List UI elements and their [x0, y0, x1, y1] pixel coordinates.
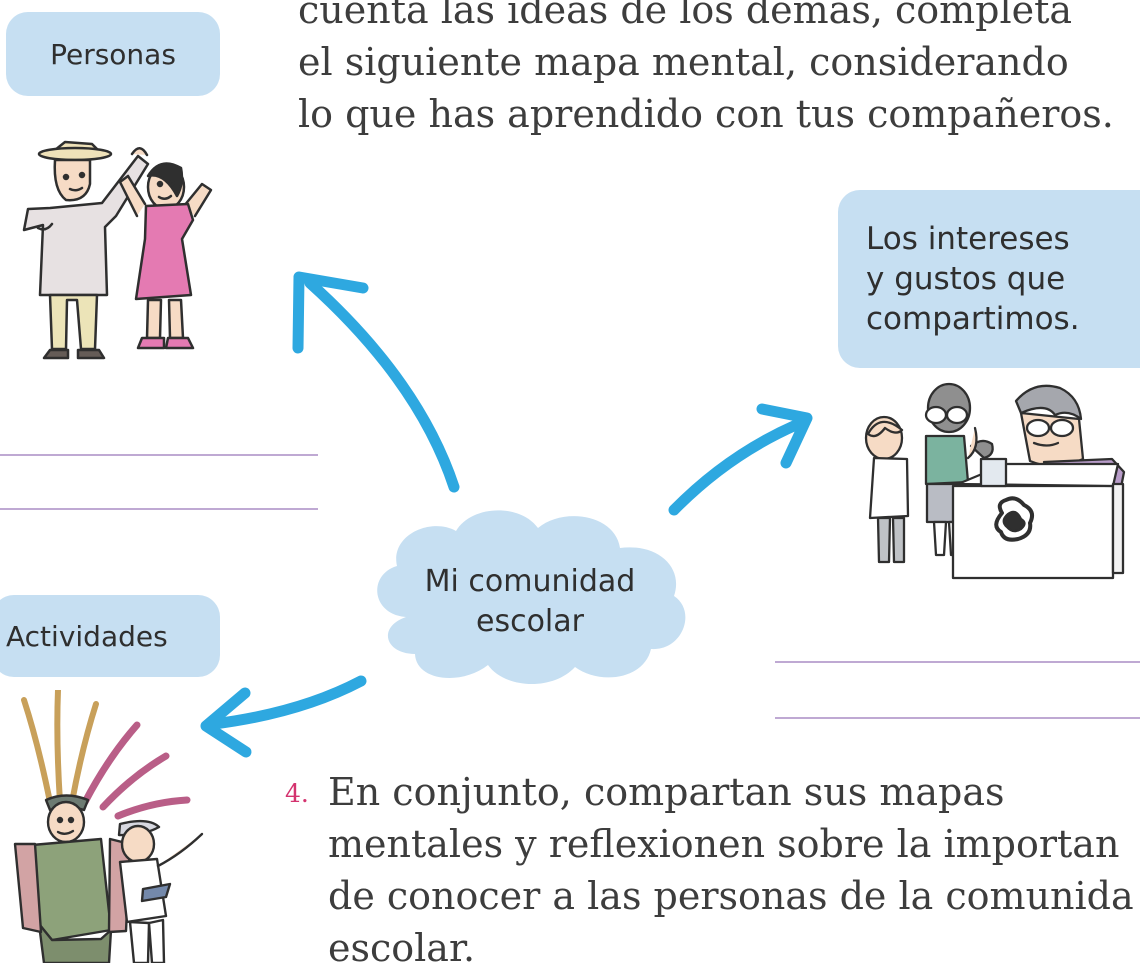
people-at-table-illustration: [864, 382, 1126, 580]
node-personas-label: Personas: [50, 37, 176, 71]
arrow-to-personas: [304, 277, 460, 493]
node-intereses: Los intereses y gustos que compartimos.: [838, 190, 1140, 368]
instruction-line-2: el siguiente mapa mental, considerando: [298, 40, 1069, 84]
instruction-text: cuenta las ideas de los demás, completa …: [298, 0, 1140, 140]
writing-line-left-1: [0, 454, 318, 456]
node-actividades-label: Actividades: [6, 619, 168, 653]
center-node-cloud: Mi comunidad escolar: [360, 500, 700, 685]
node-personas: Personas: [6, 12, 220, 96]
arrow-head-intereses: [756, 403, 813, 469]
arrow-to-intereses: [668, 419, 802, 516]
step-four-line-2: mentales y reflexionen sobre la importan: [328, 822, 1120, 866]
node-intereses-line-1: Los intereses: [866, 221, 1070, 257]
feather-dancers-illustration: [13, 690, 204, 963]
writing-line-right-1: [775, 661, 1140, 663]
writing-line-right-2: [775, 717, 1140, 719]
writing-line-left-2: [0, 508, 318, 510]
instruction-line-3: lo que has aprendido con tus compañeros.: [298, 92, 1114, 136]
step-four-line-3: de conocer a las personas de la comunida: [328, 874, 1134, 918]
step-four-line-1: En conjunto, compartan sus mapas: [328, 770, 1005, 814]
center-node-line-1: Mi comunidad: [424, 563, 636, 599]
step-four: 4. En conjunto, compartan sus mapas ment…: [285, 766, 1140, 963]
step-number: 4.: [285, 779, 309, 808]
node-actividades: Actividades: [0, 595, 220, 677]
center-node-line-2: escolar: [475, 603, 584, 639]
cloud-shape: [377, 510, 686, 685]
instruction-line-1: cuenta las ideas de los demás, completa: [298, 0, 1073, 32]
arrow-head-personas: [292, 271, 369, 354]
center-node-label: Mi comunidad escolar: [360, 500, 700, 685]
step-four-line-4: escolar.: [328, 926, 476, 963]
arrow-to-actividades: [208, 675, 367, 730]
step-four-text: En conjunto, compartan sus mapas mentale…: [328, 766, 1140, 963]
node-intereses-line-2: y gustos que: [866, 261, 1066, 297]
node-intereses-line-3: compartimos.: [866, 301, 1080, 337]
dancing-couple-illustration: [22, 140, 213, 360]
